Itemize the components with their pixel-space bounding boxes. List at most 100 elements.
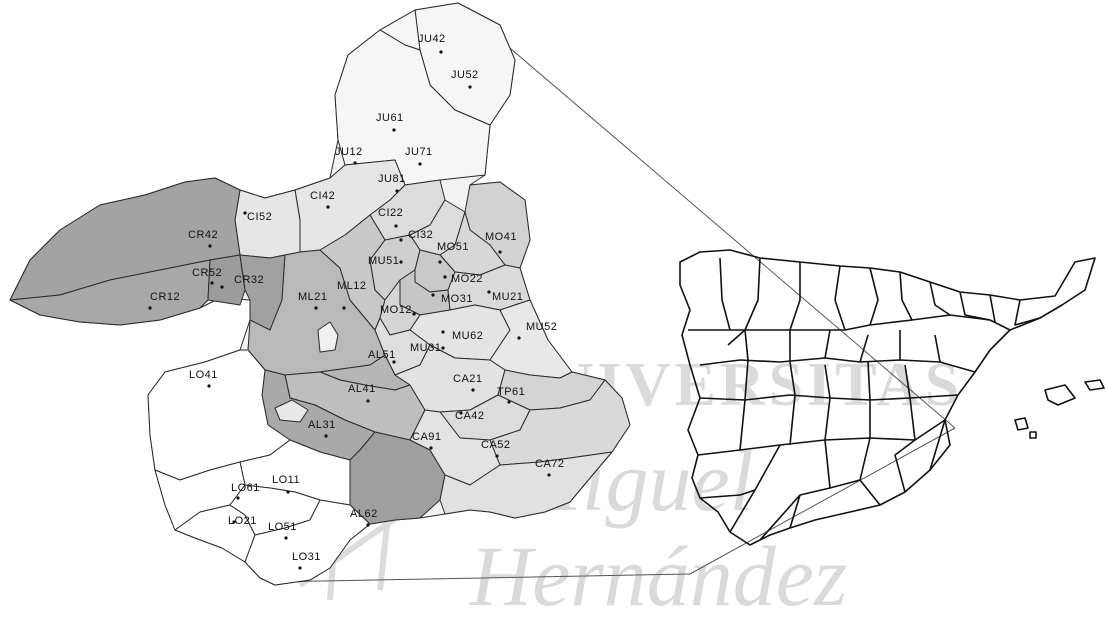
label-cr42: CR42 [188,229,218,248]
svg-text:CA21: CA21 [453,373,483,385]
label-lo41: LO41 [189,369,218,388]
svg-text:AL62: AL62 [350,508,378,520]
label-ci52: CI52 [243,211,272,223]
label-cr12: CR12 [148,291,180,310]
label-ci42: CI42 [310,190,335,209]
label-ml21: ML21 [298,291,328,310]
region-cr12 [9,259,211,326]
label-ci22: CI22 [378,207,403,228]
balearic-islands [1014,379,1105,439]
svg-text:JU12: JU12 [335,146,363,158]
label-ju12: JU12 [335,146,363,165]
svg-text:CR42: CR42 [188,229,218,241]
label-ml12: ML12 [337,280,367,310]
svg-text:LO51: LO51 [268,521,297,533]
label-cr52: CR52 [192,267,222,285]
svg-text:MU21: MU21 [492,291,523,303]
label-mu31: MU31 [410,342,445,354]
label-mu52: MU52 [517,321,557,340]
label-mo22: MO22 [443,273,483,285]
label-lo31: LO31 [292,551,321,570]
svg-text:JU71: JU71 [405,146,433,158]
svg-text:MO41: MO41 [485,231,517,243]
svg-text:CR52: CR52 [192,267,222,279]
label-ju71: JU71 [405,146,433,166]
label-lo21: LO21 [228,515,257,527]
svg-text:CR32: CR32 [234,274,264,286]
svg-text:AL41: AL41 [348,383,376,395]
label-mu21: MU21 [487,290,523,303]
label-ca21: CA21 [453,373,483,392]
svg-text:CA52: CA52 [481,439,511,451]
svg-text:CI42: CI42 [310,190,335,202]
label-cr32: CR32 [220,274,264,289]
label-ju61: JU61 [376,112,404,132]
svg-text:TP61: TP61 [497,386,525,398]
svg-text:CI22: CI22 [378,207,403,219]
spain-outline [679,249,1096,546]
label-mo51: MO51 [437,241,468,264]
svg-text:ML12: ML12 [337,280,367,292]
svg-text:CA72: CA72 [535,458,565,470]
svg-text:AL51: AL51 [368,349,396,361]
label-al51: AL51 [368,349,396,364]
label-ci32: CI32 [399,229,433,242]
svg-text:CA91: CA91 [412,431,442,443]
svg-text:CI52: CI52 [247,211,272,223]
label-mo41: MO41 [485,231,517,254]
ml-lake [317,321,339,353]
svg-text:MU31: MU31 [410,342,441,354]
inset-connector-lines [269,13,956,583]
svg-text:AL31: AL31 [308,419,336,431]
svg-text:ML21: ML21 [298,291,328,303]
svg-text:MU51: MU51 [368,255,399,267]
svg-text:JU61: JU61 [376,112,404,124]
label-mu62: MU62 [441,330,483,342]
svg-text:LO41: LO41 [189,369,218,381]
label-ca91: CA91 [412,431,442,450]
region-cr52 [207,254,246,306]
label-lo61: LO61 [231,482,260,500]
region-ju61 [334,29,491,186]
svg-text:MO12: MO12 [380,304,412,316]
region-ci52 [234,189,301,259]
svg-text:LO11: LO11 [272,474,300,486]
svg-text:LO61: LO61 [231,482,260,494]
label-al62: AL62 [350,508,378,527]
svg-text:JU81: JU81 [378,173,406,185]
svg-text:CA42: CA42 [455,410,485,422]
label-ca42: CA42 [455,410,485,422]
label-al31: AL31 [308,419,336,438]
label-ju42: JU42 [418,33,446,54]
al-lake [274,399,309,423]
svg-text:MO22: MO22 [451,273,483,285]
label-al41: AL41 [348,383,376,403]
label-lo11: LO11 [272,474,300,494]
svg-text:JU52: JU52 [451,69,479,81]
watermark-line-3: Hernández [469,528,847,624]
svg-text:MU62: MU62 [452,330,483,342]
region-labels: JU42 JU52 JU61 JU12 JU71 JU81 CI42 CI52 … [148,33,564,570]
murcia-comarcas [9,2,631,586]
spain-provinces [688,257,1041,541]
svg-text:CR12: CR12 [150,291,180,303]
svg-text:LO31: LO31 [292,551,321,563]
label-ca52: CA52 [481,439,511,458]
label-mu51: MU51 [368,255,403,267]
svg-text:CI32: CI32 [408,229,433,241]
label-mo31: MO31 [431,293,473,305]
label-mo12: MO12 [380,304,416,316]
spain-inset-map [679,249,1105,546]
svg-text:MU52: MU52 [526,321,557,333]
label-tp61: TP61 [497,386,525,404]
label-lo51: LO51 [268,521,297,540]
label-ju81: JU81 [378,173,406,193]
svg-text:MO31: MO31 [441,293,473,305]
region-ca72 [439,451,613,519]
label-ju52: JU52 [451,69,479,89]
svg-text:LO21: LO21 [228,515,257,527]
svg-text:JU42: JU42 [418,33,446,45]
region-lo31 [244,499,371,586]
label-ca72: CA72 [535,458,565,477]
